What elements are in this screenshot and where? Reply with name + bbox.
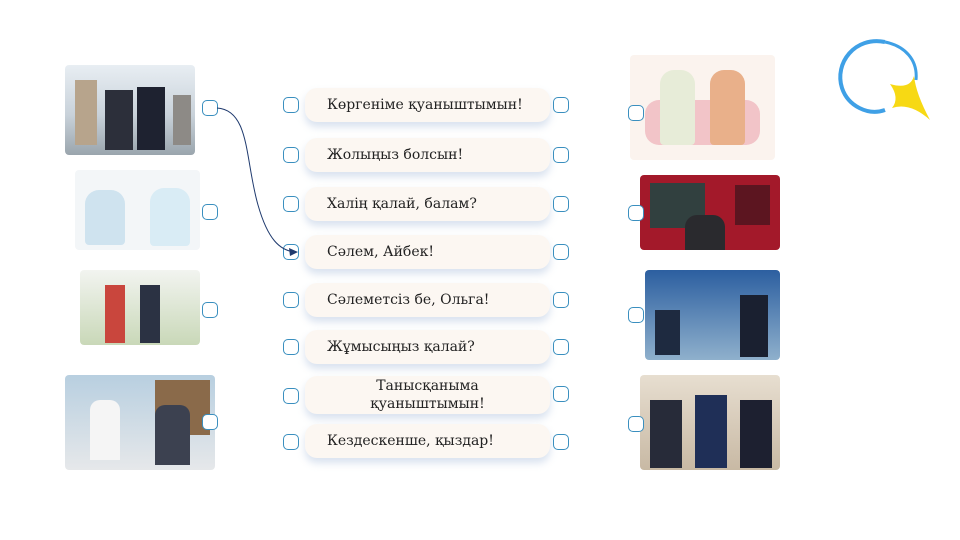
phrase-checkbox-right-2[interactable]: [553, 147, 569, 163]
phrase-text: Сәлеметсіз бе, Ольга!: [327, 292, 490, 308]
photo-checkbox-left-3[interactable]: [202, 302, 218, 318]
photo-checkbox-right-2[interactable]: [628, 205, 644, 221]
photo-women-greeting: [80, 270, 200, 345]
photo-train-farewell: [640, 175, 780, 250]
phrase-pill-5: Сәлеметсіз бе, Ольга!: [305, 283, 550, 317]
phrase-checkbox-right-4[interactable]: [553, 244, 569, 260]
illustration-doctors-talking: [75, 170, 200, 250]
photo-three-men-handshake: [640, 375, 780, 470]
phrase-checkbox-right-5[interactable]: [553, 292, 569, 308]
phrase-checkbox-left-7[interactable]: [283, 388, 299, 404]
phrase-checkbox-right-3[interactable]: [553, 196, 569, 212]
phrase-checkbox-left-2[interactable]: [283, 147, 299, 163]
phrase-pill-8: Кездескенше, қыздар!: [305, 424, 550, 458]
photo-cafe-meeting: [645, 270, 780, 360]
photo-checkbox-right-3[interactable]: [628, 307, 644, 323]
phrase-pill-4: Сәлем, Айбек!: [305, 235, 550, 269]
photo-checkbox-right-1[interactable]: [628, 105, 644, 121]
phrase-text: Көргеніме қуаныштымын!: [327, 97, 523, 113]
phrase-pill-3: Халің қалай, балам?: [305, 187, 550, 221]
phrase-pill-2: Жолыңыз болсын!: [305, 138, 550, 172]
illustration-men-on-sofa: [630, 55, 775, 160]
phrase-checkbox-left-5[interactable]: [283, 292, 299, 308]
phrase-checkbox-left-8[interactable]: [283, 434, 299, 450]
phrase-text: Сәлем, Айбек!: [327, 244, 434, 260]
photo-businessmen-handshake-city: [65, 65, 195, 155]
phrase-text: Кездескенше, қыздар!: [327, 433, 494, 449]
logo-icon: [838, 39, 930, 120]
phrase-pill-6: Жұмысыңыз қалай?: [305, 330, 550, 364]
photo-checkbox-left-2[interactable]: [202, 204, 218, 220]
phrase-text: Жұмысыңыз қалай?: [327, 339, 475, 355]
phrase-checkbox-left-6[interactable]: [283, 339, 299, 355]
photo-checkbox-left-4[interactable]: [202, 414, 218, 430]
phrase-checkbox-right-1[interactable]: [553, 97, 569, 113]
phrase-text: Танысқаныма қуаныштымын!: [370, 378, 485, 412]
phrase-checkbox-right-8[interactable]: [553, 434, 569, 450]
phrase-checkbox-left-3[interactable]: [283, 196, 299, 212]
phrase-pill-7: Танысқаныма қуаныштымын!: [305, 376, 550, 414]
photo-office-handshake: [65, 375, 215, 470]
photo-checkbox-right-4[interactable]: [628, 416, 644, 432]
phrase-pill-1: Көргеніме қуаныштымын!: [305, 88, 550, 122]
phrase-checkbox-right-6[interactable]: [553, 339, 569, 355]
phrase-checkbox-right-7[interactable]: [553, 386, 569, 402]
phrase-text: Халің қалай, балам?: [327, 196, 477, 212]
phrase-checkbox-left-1[interactable]: [283, 97, 299, 113]
phrase-text: Жолыңыз болсын!: [327, 147, 464, 163]
